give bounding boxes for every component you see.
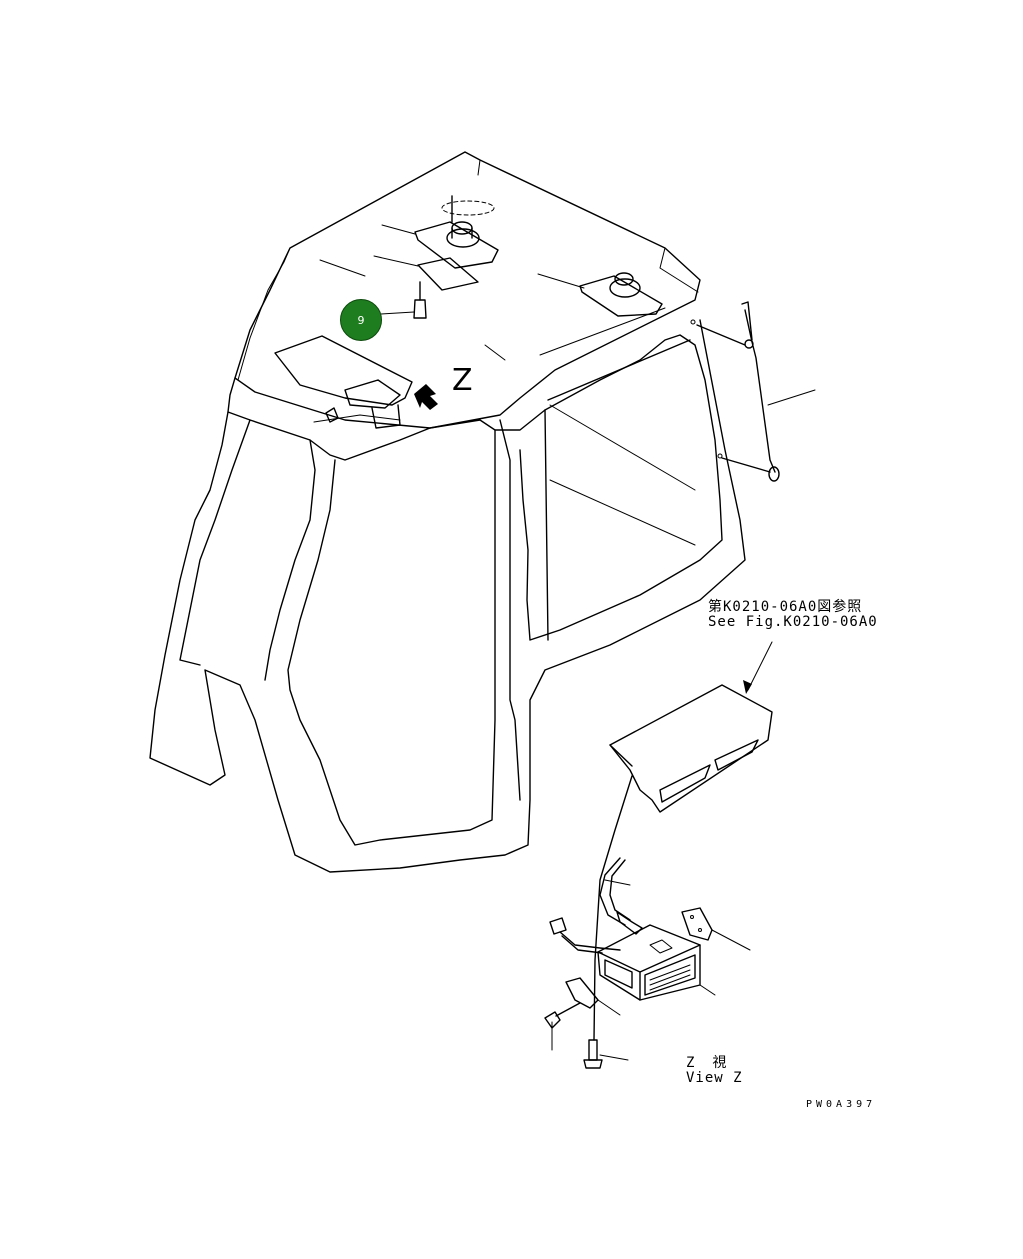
mounting-bolt <box>583 1039 629 1069</box>
reference-note-jp: 第K0210-06A0図参照 <box>708 599 863 615</box>
mounting-bracket-lower <box>565 977 621 1016</box>
speaker-bolt <box>379 281 427 319</box>
view-marker-z: Z <box>452 363 473 398</box>
view-caption-en: View Z <box>686 1070 743 1086</box>
bracket-screw <box>544 1002 581 1051</box>
callout-badge-9[interactable]: 9 <box>340 299 382 341</box>
mounting-bracket-upper <box>681 907 751 951</box>
speaker-rear <box>537 272 663 317</box>
cab-roof <box>234 151 701 429</box>
overhead-console <box>274 335 413 429</box>
radio-connector <box>549 917 621 954</box>
drawing-id: PW0A397 <box>806 1099 877 1110</box>
speaker-front <box>373 195 499 291</box>
overhead-panel <box>609 641 773 813</box>
view-z-arrow <box>414 384 438 410</box>
reference-note-en: See Fig.K0210-06A0 <box>708 614 878 630</box>
radio-unit <box>597 924 716 1001</box>
cab-body <box>149 319 746 873</box>
wire-harness <box>593 775 643 1041</box>
antenna <box>690 301 816 482</box>
callout-label: 9 <box>357 313 365 327</box>
view-caption-jp: Z 視 <box>686 1055 729 1071</box>
